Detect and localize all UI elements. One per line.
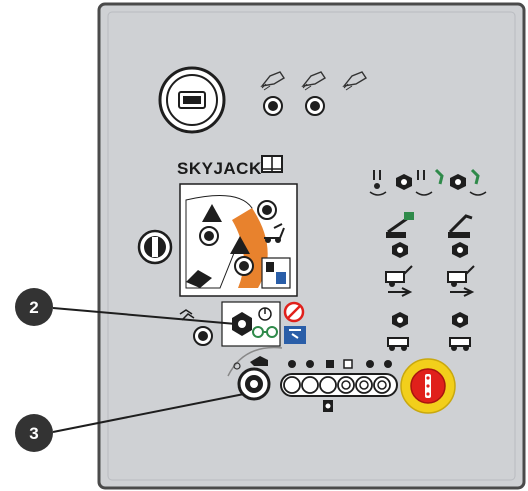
jib-up-icon xyxy=(448,214,473,238)
callout-3: 3 xyxy=(15,414,53,452)
horn-button[interactable] xyxy=(193,326,213,346)
callout-2: 2 xyxy=(15,288,53,326)
lamp-on-icon-3 xyxy=(342,71,367,91)
range-orange-band xyxy=(232,208,268,288)
indicator-light-3 xyxy=(319,376,337,394)
manual-book-icon xyxy=(261,155,283,173)
jib-low-icon xyxy=(449,337,471,351)
warning-triangle-icon-2 xyxy=(230,236,250,254)
prohibited-icon xyxy=(283,301,305,323)
power-icon xyxy=(258,307,272,321)
lamp-on-icon-1 xyxy=(260,71,285,91)
lamp-button-2[interactable] xyxy=(305,96,325,116)
key-switch-arc xyxy=(227,346,283,377)
jib-toggle-2[interactable] xyxy=(452,312,468,328)
indicator-light-4 xyxy=(337,376,355,394)
function-pictogram-row xyxy=(369,168,487,196)
boom-switch-column-left xyxy=(385,212,414,351)
range-select-button-2[interactable] xyxy=(199,226,219,246)
platform-icon xyxy=(250,356,268,366)
boom-low-icon xyxy=(387,337,409,351)
callout-3-leader xyxy=(52,393,245,433)
warning-triangle-icon xyxy=(202,204,222,222)
machine-silhouette-icon xyxy=(186,270,212,288)
brand-logo: SKYJACK xyxy=(177,159,262,178)
off-position-dot xyxy=(233,362,241,370)
main-selector-dial[interactable] xyxy=(158,66,226,134)
horn-icon xyxy=(179,309,195,321)
boom-down-icon xyxy=(388,287,413,297)
boom-toggle-1[interactable] xyxy=(392,242,408,258)
indicator-light-6 xyxy=(373,376,391,394)
toggle-switch[interactable] xyxy=(232,312,252,336)
svg-text:2: 2 xyxy=(29,298,38,317)
panel-inner-edge xyxy=(107,11,516,481)
indicator-light-5 xyxy=(355,376,373,394)
range-select-button-3[interactable] xyxy=(234,256,254,276)
indicator-light-1 xyxy=(283,376,301,394)
green-indicator-icon xyxy=(252,326,278,338)
fault-icon xyxy=(323,400,333,412)
jib-switch-column-right xyxy=(447,214,475,351)
jib-toggle-1[interactable] xyxy=(452,242,468,258)
boom-lift-icon xyxy=(385,265,413,287)
lamp-on-icon-2 xyxy=(301,71,326,91)
drive-pictogram-icon xyxy=(264,223,285,243)
jib-down-icon xyxy=(450,287,475,297)
range-select-button-1[interactable] xyxy=(257,200,277,220)
svg-text:3: 3 xyxy=(29,424,38,443)
emergency-stop-button[interactable] xyxy=(400,358,456,414)
left-rotary-knob[interactable] xyxy=(137,229,173,265)
key-switch[interactable] xyxy=(237,367,271,401)
indicator-light-2 xyxy=(301,376,319,394)
lamp-button-1[interactable] xyxy=(263,96,283,116)
callout-2-leader xyxy=(52,307,237,325)
boom-toggle-2[interactable] xyxy=(392,312,408,328)
indicator-icon-row xyxy=(288,359,392,369)
jib-lift-icon xyxy=(447,265,475,287)
boom-up-icon xyxy=(386,212,414,238)
